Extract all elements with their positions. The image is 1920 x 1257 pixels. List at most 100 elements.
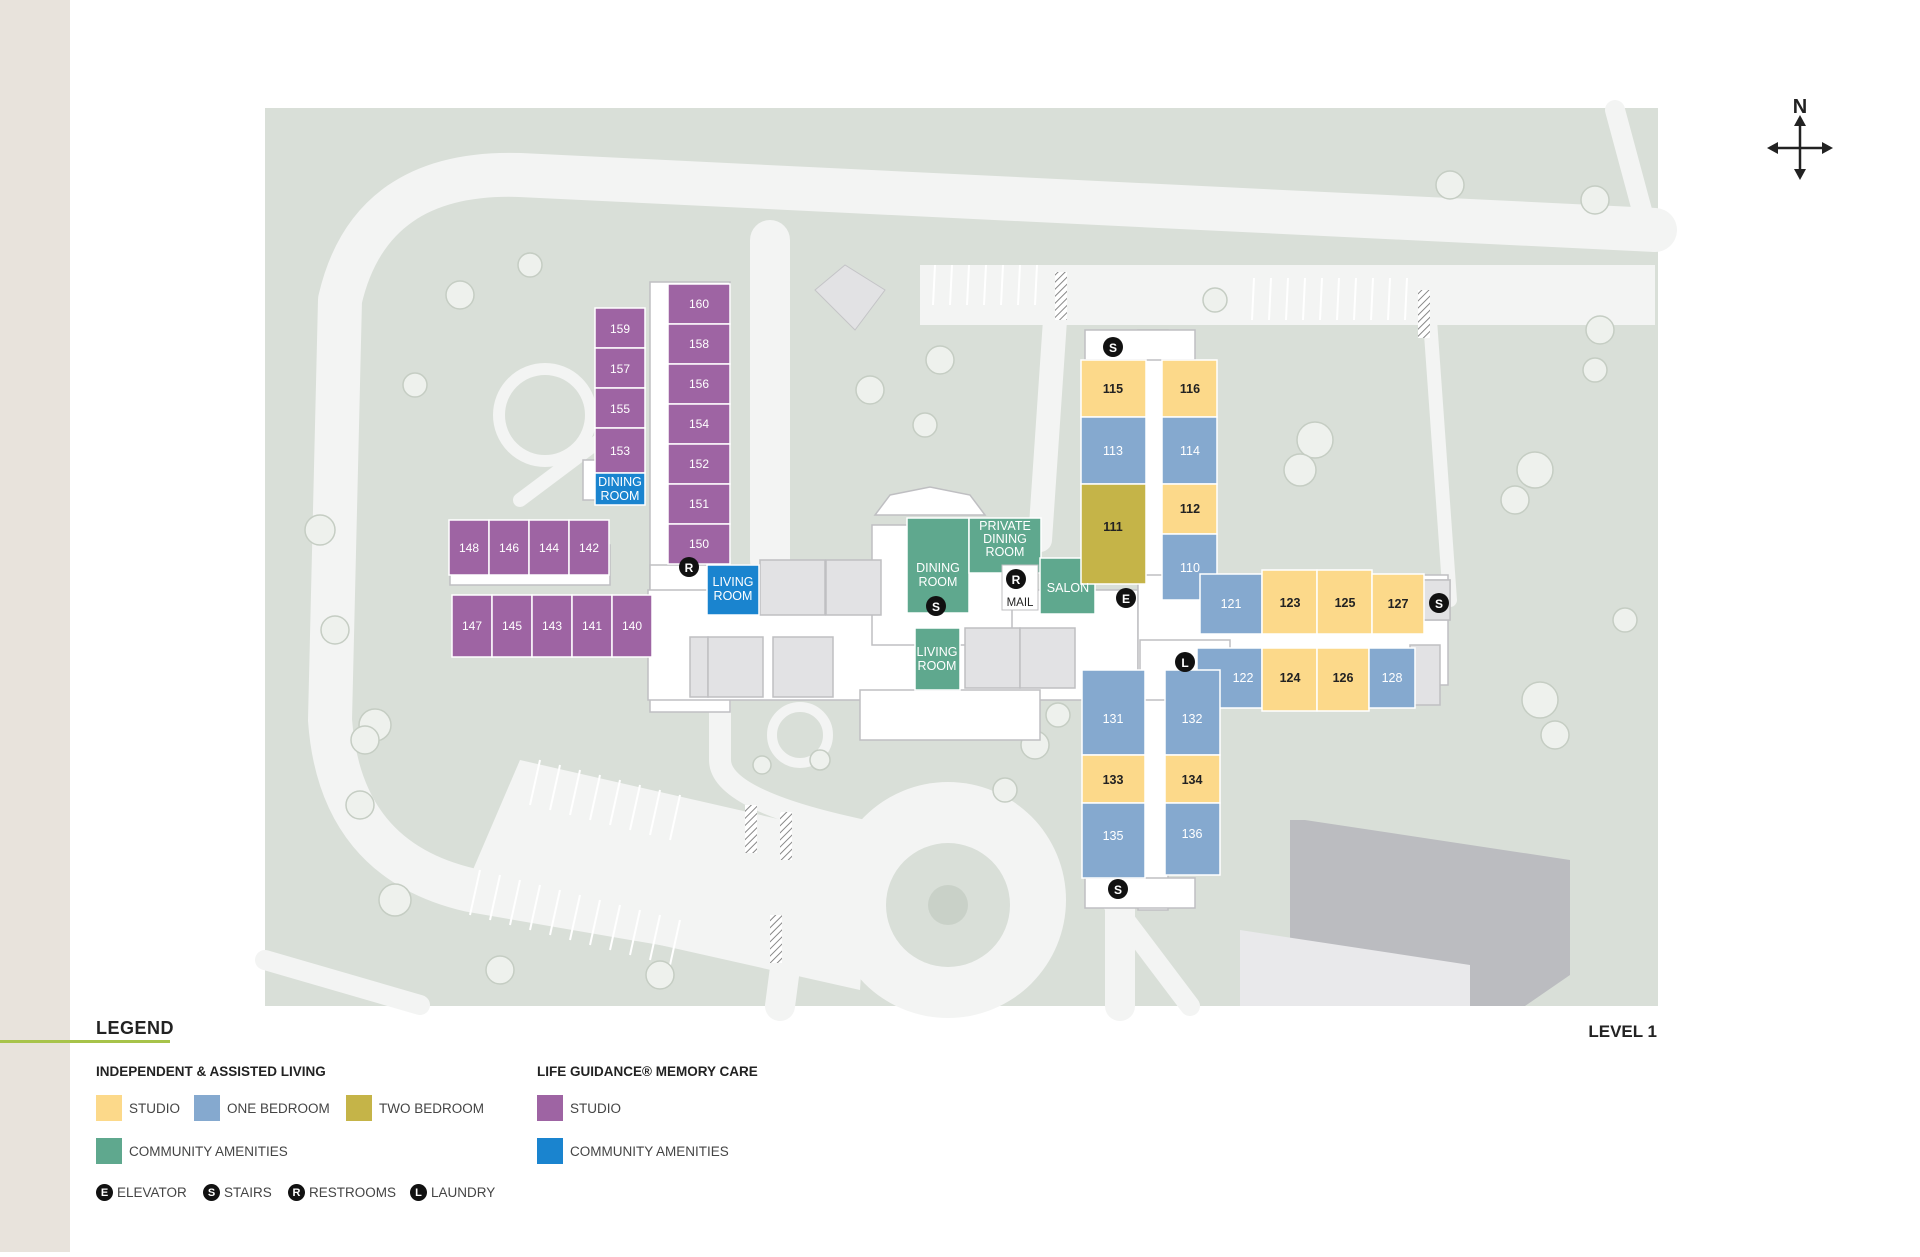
room-127: 127 (1388, 597, 1409, 611)
dining-label-1: DINING (916, 561, 960, 575)
room-159: 159 (610, 322, 630, 336)
community-swatch (96, 1138, 122, 1164)
north-arrow-icon (1767, 115, 1833, 180)
unit-121 (1199, 573, 1263, 635)
legend-title: LEGEND (96, 1018, 175, 1038)
legend-studio: STUDIO (96, 1095, 180, 1121)
unit-152 (667, 443, 731, 485)
roundabout-tree (928, 885, 968, 925)
room-123: 123 (1280, 596, 1301, 610)
svg-text:E: E (1122, 592, 1130, 606)
memory-living-label-2: ROOM (714, 589, 753, 603)
elevator-icon: E (1116, 588, 1136, 608)
level-label: LEVEL 1 (1588, 1022, 1657, 1041)
group-memory-title: LIFE GUIDANCE® MEMORY CARE (537, 1064, 758, 1079)
one-bedroom-label: ONE BEDROOM (227, 1100, 330, 1116)
memory-studio-swatch (537, 1095, 563, 1121)
elevator-icon: E (96, 1184, 113, 1201)
unit-123 (1261, 569, 1318, 635)
group-independent-title: INDEPENDENT & ASSISTED LIVING (96, 1064, 326, 1079)
accessible-stall (780, 812, 792, 860)
room-146: 146 (499, 541, 519, 555)
facility-symbols: S S S S E R R L (679, 337, 1449, 899)
memory-living-label-1: LIVING (713, 575, 754, 589)
stairs-icon-dining: S (926, 596, 946, 616)
legend-elevator: E ELEVATOR (96, 1184, 187, 1201)
stairs-icon-south: S (1108, 879, 1128, 899)
mail-label: MAIL (1007, 597, 1034, 609)
unit-134 (1164, 754, 1221, 804)
room-124: 124 (1280, 671, 1301, 685)
room-155: 155 (610, 402, 630, 416)
memory-dining-label-1: DINING (598, 475, 642, 489)
studio-label: STUDIO (129, 1100, 181, 1116)
trees (304, 170, 1638, 990)
room-154: 154 (689, 417, 709, 431)
memory-room-numbers: 160 158 156 154 152 151 150 159 157 155 … (459, 297, 709, 633)
private-dining-room (968, 517, 1042, 574)
road-network (255, 100, 1677, 1021)
memory-community-label: COMMUNITY AMENITIES (570, 1143, 729, 1159)
living-label-2: ROOM (918, 659, 957, 673)
room-114: 114 (1180, 444, 1200, 458)
common-areas (689, 559, 1451, 706)
unit-146 (488, 519, 530, 576)
memory-living-room (706, 564, 760, 616)
svg-text:R: R (685, 561, 694, 575)
legend-memory-community: COMMUNITY AMENITIES (537, 1138, 729, 1164)
room-115: 115 (1103, 382, 1123, 396)
unit-147 (451, 594, 493, 658)
unit-128 (1368, 647, 1416, 709)
entry-canopy (873, 486, 987, 516)
parking-stall-lines (469, 264, 1408, 966)
unit-115 (1080, 359, 1147, 418)
unit-153 (594, 427, 646, 474)
room-136: 136 (1182, 827, 1203, 841)
dining-label-2: ROOM (919, 575, 958, 589)
unit-158 (667, 323, 731, 365)
svg-text:S: S (1114, 883, 1122, 897)
room-156: 156 (689, 377, 709, 391)
room-126: 126 (1333, 671, 1354, 685)
unit-126 (1316, 647, 1370, 712)
east-wing (1196, 569, 1425, 712)
living-label-1: LIVING (917, 645, 958, 659)
stairs-label: STAIRS (224, 1185, 272, 1200)
unit-124 (1261, 647, 1318, 712)
room-153: 153 (610, 444, 630, 458)
accessible-stall (1055, 272, 1067, 320)
room-150: 150 (689, 537, 709, 551)
community-label: COMMUNITY AMENITIES (129, 1143, 288, 1159)
room-128: 128 (1382, 671, 1403, 685)
room-111: 111 (1103, 520, 1123, 534)
private-dining-label-1: PRIVATE (979, 519, 1031, 533)
amenity-labels: DINING ROOM LIVING ROOM DINING ROOM PRIV… (598, 475, 1089, 673)
unit-114 (1161, 416, 1218, 485)
unit-145 (491, 594, 533, 658)
unit-150 (667, 523, 731, 565)
memory-studio-label: STUDIO (570, 1100, 622, 1116)
legend-one-bedroom: ONE BEDROOM (194, 1095, 330, 1121)
room-112: 112 (1180, 502, 1200, 516)
unit-142 (568, 519, 610, 576)
room-142: 142 (579, 541, 599, 555)
room-125: 125 (1335, 596, 1356, 610)
restroom-icon-mail: R (1006, 569, 1026, 589)
memory-dining-room (594, 472, 646, 506)
unit-148 (448, 519, 490, 576)
room-160: 160 (689, 297, 709, 311)
svg-text:R: R (1012, 573, 1021, 587)
legend-laundry: L LAUNDRY (410, 1184, 495, 1201)
room-116: 116 (1180, 382, 1200, 396)
one-bedroom-swatch (194, 1095, 220, 1121)
unit-111 (1080, 483, 1147, 585)
north-wing (1080, 359, 1218, 601)
community-amenities (906, 517, 1096, 691)
studio-swatch (96, 1095, 122, 1121)
side-strip (0, 0, 70, 1252)
unit-112 (1161, 483, 1218, 535)
room-158: 158 (689, 337, 709, 351)
laundry-icon: L (410, 1184, 427, 1201)
living-room (914, 627, 961, 691)
